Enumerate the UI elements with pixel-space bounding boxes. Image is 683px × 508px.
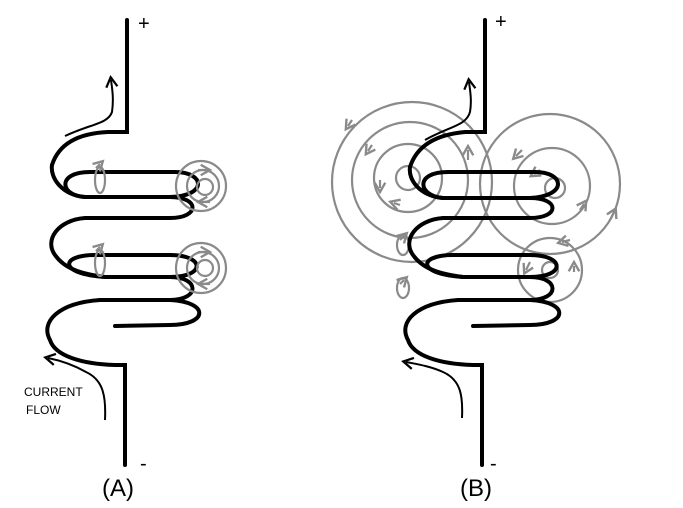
diagram-b: + - (B) [330, 11, 622, 502]
field-loop-icon [372, 142, 444, 214]
field-loop-icon [396, 231, 409, 244]
field-loop-icon [387, 198, 401, 211]
field-loop-icon [92, 242, 105, 255]
current-arrow-icon [64, 74, 119, 137]
coil-b [403, 18, 562, 467]
coil-back-b [421, 170, 562, 328]
coil-front-b [403, 165, 555, 467]
coil-front-a [45, 163, 195, 467]
field-loop-icon [330, 100, 494, 264]
field-loop-icon [344, 118, 356, 132]
field-loop-icon [576, 198, 588, 212]
field-loop-icon [185, 250, 221, 286]
negative-terminal-label: - [140, 453, 147, 475]
field-loop-icon [522, 261, 534, 276]
coil-a [45, 18, 202, 467]
caption-b: (B) [460, 475, 492, 502]
field-loop-icon [174, 159, 228, 213]
field-loop-icon [396, 275, 409, 288]
current-arrow-icon [424, 76, 477, 141]
current-flow-label: CURRENT [24, 385, 83, 399]
positive-terminal-label: + [138, 13, 150, 35]
field-loop-icon [92, 159, 105, 172]
field-loop-icon [174, 241, 228, 295]
field-loop-icon [555, 234, 571, 247]
caption-a: (A) [102, 475, 134, 502]
negative-terminal-label: - [490, 453, 497, 475]
positive-lead-a [50, 18, 129, 167]
current-arrow-icon [43, 352, 107, 421]
field-loop-icon [394, 164, 422, 192]
field-loop-icon [185, 168, 221, 204]
field-loop-icon [511, 148, 524, 161]
current-arrow-icon [401, 356, 464, 419]
field-loop-icon [364, 143, 376, 157]
field-loop-icon [606, 206, 618, 221]
positive-lead-b [408, 18, 487, 169]
current-flow-label: FLOW [26, 403, 61, 417]
field-loop-icon [512, 146, 592, 226]
field-lines-a [92, 159, 228, 295]
field-loop-icon [540, 260, 560, 280]
diagram-a: + - CURRENT FLOW (A) [24, 13, 228, 502]
field-loop-icon [195, 177, 215, 197]
positive-terminal-label: + [495, 11, 507, 33]
field-loop-icon [195, 258, 215, 278]
field-loop-icon [478, 112, 622, 256]
